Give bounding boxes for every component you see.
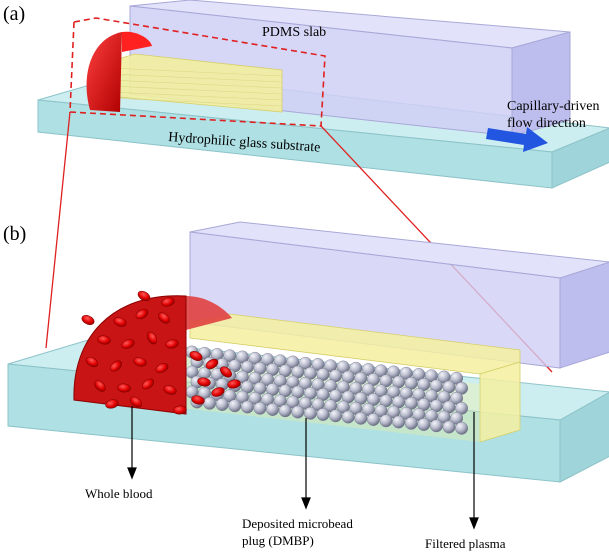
red-blood-cell bbox=[133, 357, 147, 367]
filtered-plasma-label: Filtered plasma bbox=[425, 536, 506, 551]
microbead bbox=[203, 396, 217, 410]
red-blood-cells bbox=[81, 290, 241, 415]
panel-b-tag: (b) bbox=[3, 223, 26, 245]
microbead bbox=[253, 401, 267, 415]
red-blood-cell bbox=[146, 331, 158, 345]
panel-a-tag: (a) bbox=[3, 3, 25, 25]
red-blood-cell bbox=[158, 312, 170, 324]
microbead bbox=[240, 400, 254, 414]
microbead-plug-a bbox=[107, 53, 283, 113]
red-blood-cell bbox=[197, 377, 211, 387]
red-blood-cell bbox=[220, 366, 232, 378]
red-blood-cell bbox=[205, 358, 219, 370]
microbead bbox=[228, 399, 242, 413]
pdms-slab-b bbox=[189, 221, 609, 369]
microbead bbox=[215, 398, 229, 411]
red-blood-cell bbox=[81, 315, 95, 325]
red-blood-cell bbox=[189, 351, 203, 361]
red-blood-cell bbox=[161, 297, 175, 307]
microbead bbox=[278, 404, 292, 418]
flow-label-line1: Capillary-driven bbox=[507, 99, 600, 114]
dmbp-label-line2: plug (DMBP) bbox=[242, 533, 314, 548]
dmbp-label-line1: Deposited microbead bbox=[242, 516, 353, 531]
blood-droplet-a bbox=[86, 32, 122, 112]
red-blood-cell bbox=[137, 290, 151, 302]
pointer-arrows bbox=[127, 406, 479, 530]
red-blood-cell bbox=[129, 396, 143, 408]
red-blood-cell bbox=[121, 339, 135, 349]
microbead bbox=[429, 419, 443, 433]
microbead bbox=[379, 414, 393, 428]
red-blood-cell bbox=[173, 405, 187, 415]
panel-b: (b) Whole blood Deposited microbead plug… bbox=[3, 221, 609, 551]
microbead bbox=[316, 408, 330, 421]
red-blood-cell bbox=[113, 317, 127, 327]
red-blood-cell bbox=[155, 363, 169, 373]
red-blood-cell bbox=[105, 399, 119, 409]
microbead bbox=[329, 409, 342, 423]
microbead bbox=[303, 406, 317, 420]
blood-droplet-cap-a bbox=[122, 31, 152, 52]
microbead bbox=[392, 415, 405, 429]
red-blood-cell bbox=[211, 387, 225, 397]
red-blood-cell bbox=[163, 385, 177, 395]
red-blood-cell bbox=[165, 339, 179, 349]
red-blood-cell bbox=[117, 383, 131, 393]
flow-arrow bbox=[486, 127, 548, 152]
microbead bbox=[442, 420, 456, 434]
microbead bbox=[354, 411, 368, 425]
flow-label-line2: flow direction bbox=[507, 116, 586, 131]
microbead bbox=[266, 403, 279, 416]
zoom-box bbox=[69, 17, 326, 127]
microbead bbox=[341, 410, 355, 424]
red-blood-cell bbox=[141, 378, 155, 390]
microbead bbox=[291, 405, 305, 419]
zoom-line-left bbox=[45, 111, 71, 349]
panel-a: (a) PDMS slab Hydrophilic glass substrat… bbox=[3, 0, 609, 189]
red-blood-cell bbox=[94, 380, 106, 392]
red-blood-cell bbox=[191, 395, 205, 405]
red-blood-cell bbox=[97, 335, 111, 345]
microbead bbox=[404, 416, 418, 430]
red-blood-cell bbox=[110, 360, 122, 372]
microbead bbox=[417, 418, 431, 431]
red-blood-cell bbox=[135, 308, 149, 320]
microbead bbox=[366, 413, 380, 426]
red-blood-cell bbox=[227, 379, 241, 389]
whole-blood-label: Whole blood bbox=[85, 486, 153, 501]
microbead bbox=[455, 421, 468, 435]
red-blood-cell bbox=[85, 356, 99, 368]
pdms-slab-label: PDMS slab bbox=[262, 25, 326, 40]
